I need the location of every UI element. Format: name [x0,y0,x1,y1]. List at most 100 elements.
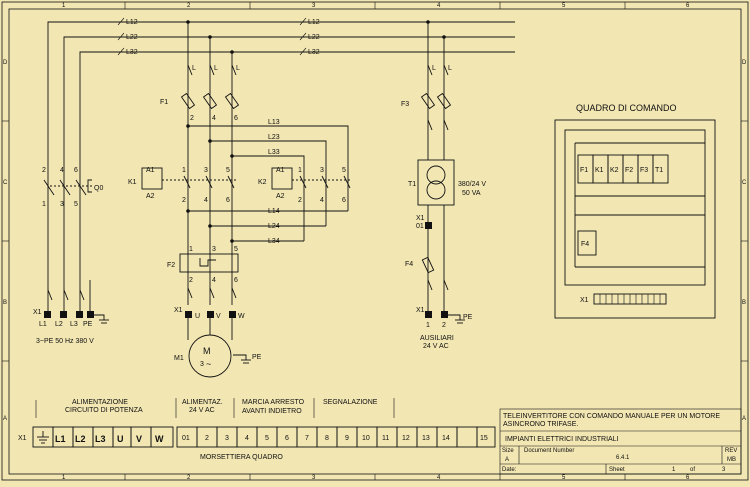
f2-terminal-3: 3 [212,246,216,253]
panel-device-f4-box [577,230,597,256]
k2-coil [271,167,293,190]
col-label-1-bottom: 1 [62,475,66,481]
panel-device-f1: F1 [580,167,588,174]
bus-label-l12-right: L12 [308,19,320,26]
aux-pe-label: PE [463,314,473,321]
panel-device-k2: K2 [610,167,619,174]
motor-pe-label: PE [252,354,262,361]
motor-terminals [185,311,236,318]
aux-link-l1: L [432,65,436,72]
bus-label-l32: L32 [126,49,138,56]
supply-spec-label: 3~PE 50 Hz 380 V [36,338,94,345]
supply-terminal-l1: L1 [39,321,47,328]
strip-cell-l2: L2 [75,434,86,444]
col-label-2: 2 [187,3,191,9]
section-aux-line2: 24 V AC [189,407,215,414]
title-block-grid [499,408,742,475]
k1-terminal-4: 4 [204,197,208,204]
section-aux-line1: ALIMENTAZ. [182,399,223,406]
k2-terminal-6: 6 [342,197,346,204]
feed-label-l23: L23 [268,134,280,141]
bus-slashes [117,17,307,56]
motor-m1 [188,334,232,378]
q0-terminal-6: 6 [74,167,78,174]
col-label-3-bottom: 3 [312,475,316,481]
aux-terminal-1: 1 [426,322,430,329]
q0-terminal-5: 5 [74,201,78,208]
strip-cell-15: 15 [480,435,488,442]
f2-thermal-relay [179,253,239,273]
power-link-contacts [187,64,237,76]
strip-cell-v: V [136,434,142,444]
k2-contacts [292,175,352,241]
supply-x1-label: X1 [33,309,42,316]
aux-x1-label-bottom: X1 [416,307,425,314]
power-link-l2: L [214,65,218,72]
strip-cell-l1: L1 [55,434,66,444]
col-label-1: 1 [62,3,66,9]
motor-symbol-3: 3 [200,361,204,368]
feed-label-l14: L14 [268,208,280,215]
row-label-b: B [3,300,7,306]
col-label-6-bottom: 6 [686,475,690,481]
f4-label: F4 [405,261,413,268]
supply-terminal-pe: PE [83,321,93,328]
strip-cell-5: 5 [265,435,269,442]
supply-link-contacts [47,280,91,315]
f1-label: F1 [160,99,168,106]
strip-cell-11: 11 [382,435,389,442]
motor-link-contacts [187,287,237,299]
title-sheet-label: Sheet [609,467,625,473]
k2-label: K2 [258,179,267,186]
title-docnum-value: 6.4.1 [616,455,630,461]
strip-cell-8: 8 [325,435,329,442]
k2-coil-a2: A2 [276,193,285,200]
k1-terminal-3: 3 [204,167,208,174]
f1-terminal-2: 2 [190,115,194,122]
title-line2: ASINCRONO TRIFASE. [503,421,578,428]
row-label-a-right: A [742,416,746,422]
col-label-4-bottom: 4 [437,475,441,481]
aux-link-l2: L [448,65,452,72]
motor-x1-label: X1 [174,307,183,314]
q0-switch [43,179,92,196]
f2-label: F2 [167,262,175,269]
panel-device-t1: T1 [655,167,663,174]
strip-cell-14: 14 [442,435,450,442]
supply-terminal-l3: L3 [70,321,78,328]
f1-terminal-4: 4 [212,115,216,122]
q0-label: Q0 [94,185,103,192]
bus-lines [47,21,515,315]
row-label-d-right: D [742,60,747,66]
motor-label: M1 [174,355,184,362]
feed-label-l13: L13 [268,119,280,126]
strip-x1-label: X1 [18,435,27,442]
strip-cell-13: 13 [422,435,430,442]
f4-fuse [421,256,435,274]
row-label-d: D [3,60,8,66]
f2-terminal-2: 2 [189,277,193,284]
q0-terminal-4: 4 [60,167,64,174]
title-size-label: Size [502,448,514,454]
title-sheet-of: of [690,467,695,473]
row-label-c-right: C [742,180,747,186]
title-rev-value: MB [727,457,736,463]
k2-terminal-3: 3 [320,167,324,174]
k1-terminal-1: 1 [182,167,186,174]
f2-terminal-4: 4 [212,277,216,284]
title-date-label: Date: [502,467,517,473]
bus-junction-dots [186,20,446,54]
f3-fuses [420,92,452,110]
feed-label-l34: L34 [268,238,280,245]
k2-terminal-5: 5 [342,167,346,174]
strip-cell-u: U [117,434,124,444]
power-link-l3: L [236,65,240,72]
motor-wiring [187,318,251,364]
strip-cell-3: 3 [225,435,229,442]
section-power-line1: ALIMENTAZIONE [72,399,128,406]
strip-cell-4: 4 [245,435,249,442]
bus-label-l32-right: L32 [308,49,320,56]
k1-terminal-2: 2 [182,197,186,204]
